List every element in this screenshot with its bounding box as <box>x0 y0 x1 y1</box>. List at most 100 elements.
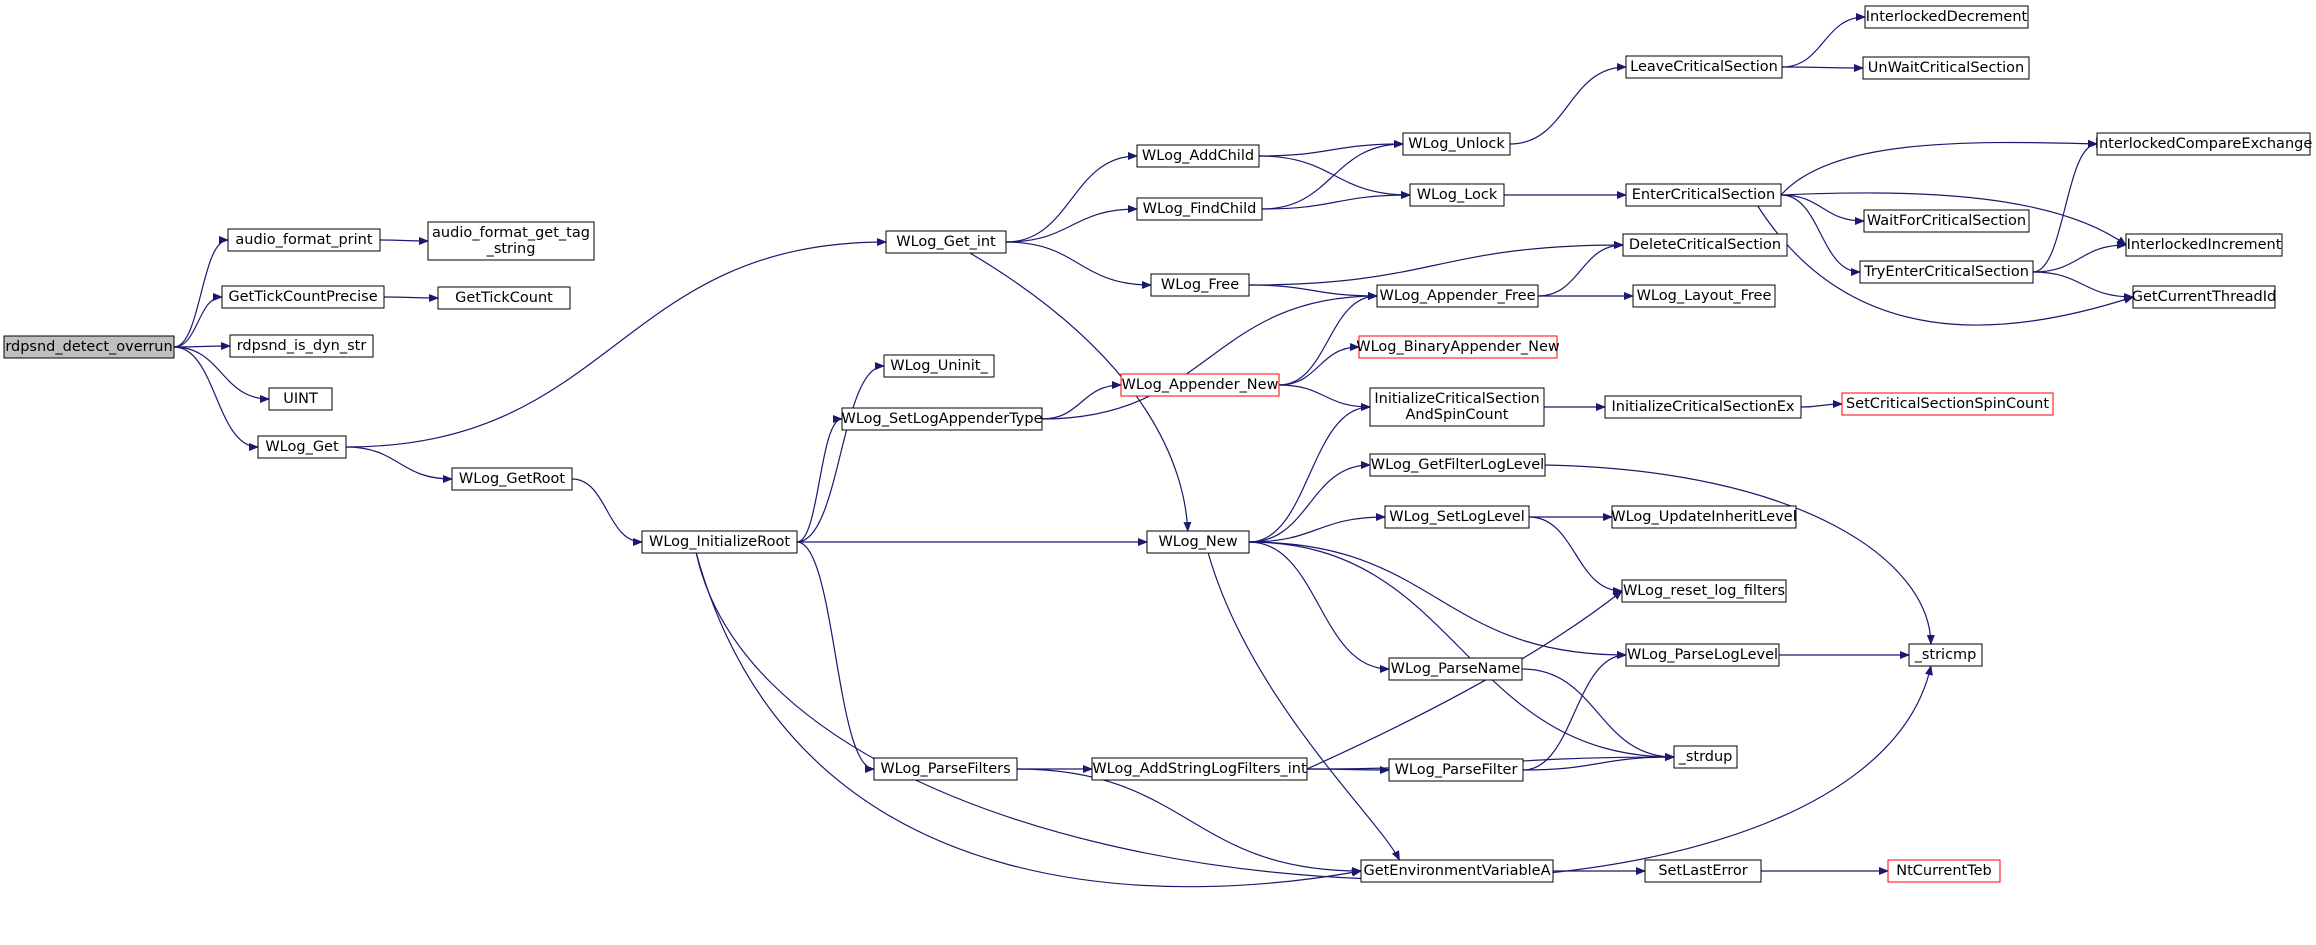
node-audio_format_get_tag_string[interactable]: audio_format_get_tag_string <box>427 221 595 261</box>
node-label: WLog_Get <box>265 439 339 455</box>
edge-WLog_Appender_Free-to-DeleteCriticalSection <box>1537 241 1624 297</box>
edge-WLog_Appender_New-to-InitializeCriticalSectionAndSpinCount <box>1278 384 1371 411</box>
node-GetEnvironmentVariableA[interactable]: GetEnvironmentVariableA <box>1360 859 1554 883</box>
node-label: GetTickCount <box>455 290 553 306</box>
node-InterlockedDecrement[interactable]: InterlockedDecrement <box>1864 5 2029 29</box>
edge-WLog_SetLogAppenderType-to-WLog_Appender_Free <box>1041 292 1378 420</box>
node-WLog_Appender_New[interactable]: WLog_Appender_New <box>1120 373 1280 397</box>
node-label: EnterCriticalSection <box>1632 187 1776 203</box>
node-WLog_Get[interactable]: WLog_Get <box>257 435 347 459</box>
node-rdpsnd_detect_overrun[interactable]: rdpsnd_detect_overrun <box>3 335 175 359</box>
node-label: UnWaitCriticalSection <box>1868 60 2024 76</box>
node-box <box>1864 5 2029 29</box>
node-box <box>1384 505 1530 529</box>
node-WLog_Lock[interactable]: WLog_Lock <box>1409 183 1505 207</box>
edge-rdpsnd_detect_overrun-to-UINT <box>173 346 270 403</box>
edge-TryEnterCriticalSection-to-InterlockedIncrement <box>2032 241 2127 273</box>
node-GetTickCount[interactable]: GetTickCount <box>437 286 571 310</box>
node-label: InterlockedCompareExchange <box>2095 136 2313 152</box>
node-box <box>1632 284 1776 308</box>
node-WLog_New[interactable]: WLog_New <box>1146 530 1250 554</box>
node-GetTickCountPrecise[interactable]: GetTickCountPrecise <box>221 285 385 309</box>
edge-rdpsnd_detect_overrun-to-WLog_Get <box>173 346 259 451</box>
node-box <box>1120 373 1280 397</box>
edge-WLog_ParseName-to-_strdup <box>1521 668 1675 761</box>
edge-WLog_AddChild-to-WLog_Unlock <box>1258 140 1404 157</box>
node-WLog_GetRoot[interactable]: WLog_GetRoot <box>451 467 573 491</box>
node-WLog_GetFilterLogLevel[interactable]: WLog_GetFilterLogLevel <box>1369 453 1546 477</box>
node-WLog_ParseLogLevel[interactable]: WLog_ParseLogLevel <box>1625 643 1780 667</box>
edge-WLog_ParseFilters-to-GetEnvironmentVariableA <box>1016 768 1362 875</box>
edge-WLog_Free-to-DeleteCriticalSection <box>1248 241 1624 286</box>
node-WLog_Layout_Free[interactable]: WLog_Layout_Free <box>1632 284 1776 308</box>
edge-WLog_ParseFilter-to-WLog_ParseLogLevel <box>1522 651 1627 771</box>
node-WLog_ParseFilters[interactable]: WLog_ParseFilters <box>873 757 1018 781</box>
node-rdpsnd_is_dyn_str[interactable]: rdpsnd_is_dyn_str <box>229 334 374 358</box>
node-_stricmp[interactable]: _stricmp <box>1908 643 1983 667</box>
edge-audio_format_print-to-audio_format_get_tag_string <box>379 236 429 245</box>
node-WaitForCriticalSection[interactable]: WaitForCriticalSection <box>1863 209 2030 233</box>
node-label: GetEnvironmentVariableA <box>1363 863 1550 879</box>
edge-WLog_InitializeRoot-to-WLog_SetLogAppenderType <box>796 415 843 543</box>
node-WLog_InitializeRoot[interactable]: WLog_InitializeRoot <box>641 530 798 554</box>
node-InterlockedCompareExchange[interactable]: InterlockedCompareExchange <box>2095 132 2313 156</box>
node-label: WLog_Uninit_ <box>890 358 988 374</box>
node-InterlockedIncrement[interactable]: InterlockedIncrement <box>2125 233 2283 257</box>
node-WLog_ParseName[interactable]: WLog_ParseName <box>1388 657 1523 681</box>
node-box <box>841 407 1043 431</box>
node-box <box>1863 209 2030 233</box>
edge-WLog_Get_int-to-WLog_New <box>969 252 1192 532</box>
node-label: _string <box>486 241 536 257</box>
node-audio_format_print[interactable]: audio_format_print <box>227 228 381 252</box>
node-GetCurrentThreadId[interactable]: GetCurrentThreadId <box>2132 285 2276 309</box>
edge-WLog_FindChild-to-WLog_Unlock <box>1261 140 1404 210</box>
node-WLog_reset_log_filters[interactable]: WLog_reset_log_filters <box>1621 579 1787 603</box>
node-TryEnterCriticalSection[interactable]: TryEnterCriticalSection <box>1859 260 2034 284</box>
node-LeaveCriticalSection[interactable]: LeaveCriticalSection <box>1625 55 1783 79</box>
edge-WLog_InitializeRoot-to-WLog_ParseFilters <box>796 541 875 773</box>
node-WLog_Appender_Free[interactable]: WLog_Appender_Free <box>1376 284 1539 308</box>
edge-WLog_InitializeRoot-to-GetEnvironmentVariableA <box>695 552 1362 888</box>
node-box <box>229 334 374 358</box>
node-label: WLog_UpdateInheritLevel <box>1611 509 1797 525</box>
node-box <box>1358 335 1558 359</box>
node-box <box>268 387 333 411</box>
node-WLog_SetLogLevel[interactable]: WLog_SetLogLevel <box>1384 505 1530 529</box>
node-InitializeCriticalSectionEx[interactable]: InitializeCriticalSectionEx <box>1604 395 1802 419</box>
node-label: InitializeCriticalSection <box>1374 391 1539 407</box>
edge-LeaveCriticalSection-to-InterlockedDecrement <box>1781 13 1866 68</box>
node-WLog_BinaryAppender_New[interactable]: WLog_BinaryAppender_New <box>1356 335 1560 359</box>
node-WLog_AddChild[interactable]: WLog_AddChild <box>1136 144 1260 168</box>
node-label: WLog_BinaryAppender_New <box>1356 339 1560 355</box>
node-UnWaitCriticalSection[interactable]: UnWaitCriticalSection <box>1862 56 2030 80</box>
node-_strdup[interactable]: _strdup <box>1673 745 1738 769</box>
node-DeleteCriticalSection[interactable]: DeleteCriticalSection <box>1622 233 1788 257</box>
edge-WLog_ParseFilter-to-_strdup <box>1522 753 1675 771</box>
node-WLog_UpdateInheritLevel[interactable]: WLog_UpdateInheritLevel <box>1611 505 1797 529</box>
node-box <box>1841 392 2054 416</box>
node-WLog_Unlock[interactable]: WLog_Unlock <box>1402 132 1511 156</box>
node-label: WLog_Unlock <box>1408 136 1505 152</box>
node-SetLastError[interactable]: SetLastError <box>1644 859 1762 883</box>
node-box <box>1621 579 1787 603</box>
node-EnterCriticalSection[interactable]: EnterCriticalSection <box>1625 183 1782 207</box>
node-UINT[interactable]: UINT <box>268 387 333 411</box>
node-NtCurrentTeb[interactable]: NtCurrentTeb <box>1887 859 2001 883</box>
edge-EnterCriticalSection-to-InterlockedCompareExchange <box>1780 139 2098 196</box>
node-label: WLog_ParseLogLevel <box>1627 647 1778 663</box>
node-SetCriticalSectionSpinCount[interactable]: SetCriticalSectionSpinCount <box>1841 392 2054 416</box>
node-label: SetCriticalSectionSpinCount <box>1846 396 2049 412</box>
node-WLog_ParseFilter[interactable]: WLog_ParseFilter <box>1388 758 1524 782</box>
node-WLog_SetLogAppenderType[interactable]: WLog_SetLogAppenderType <box>841 407 1043 431</box>
node-WLog_Uninit_[interactable]: WLog_Uninit_ <box>883 354 995 378</box>
node-box <box>1369 387 1545 427</box>
node-box <box>2132 285 2276 309</box>
edge-WLog_InitializeRoot-to-WLog_Uninit_ <box>796 362 885 543</box>
node-WLog_AddStringLogFilters_int[interactable]: WLog_AddStringLogFilters_int <box>1091 757 1308 781</box>
node-WLog_Get_int[interactable]: WLog_Get_int <box>885 230 1007 254</box>
node-WLog_FindChild[interactable]: WLog_FindChild <box>1136 197 1263 221</box>
node-WLog_Free[interactable]: WLog_Free <box>1150 273 1250 297</box>
node-label: WLog_InitializeRoot <box>649 534 790 550</box>
